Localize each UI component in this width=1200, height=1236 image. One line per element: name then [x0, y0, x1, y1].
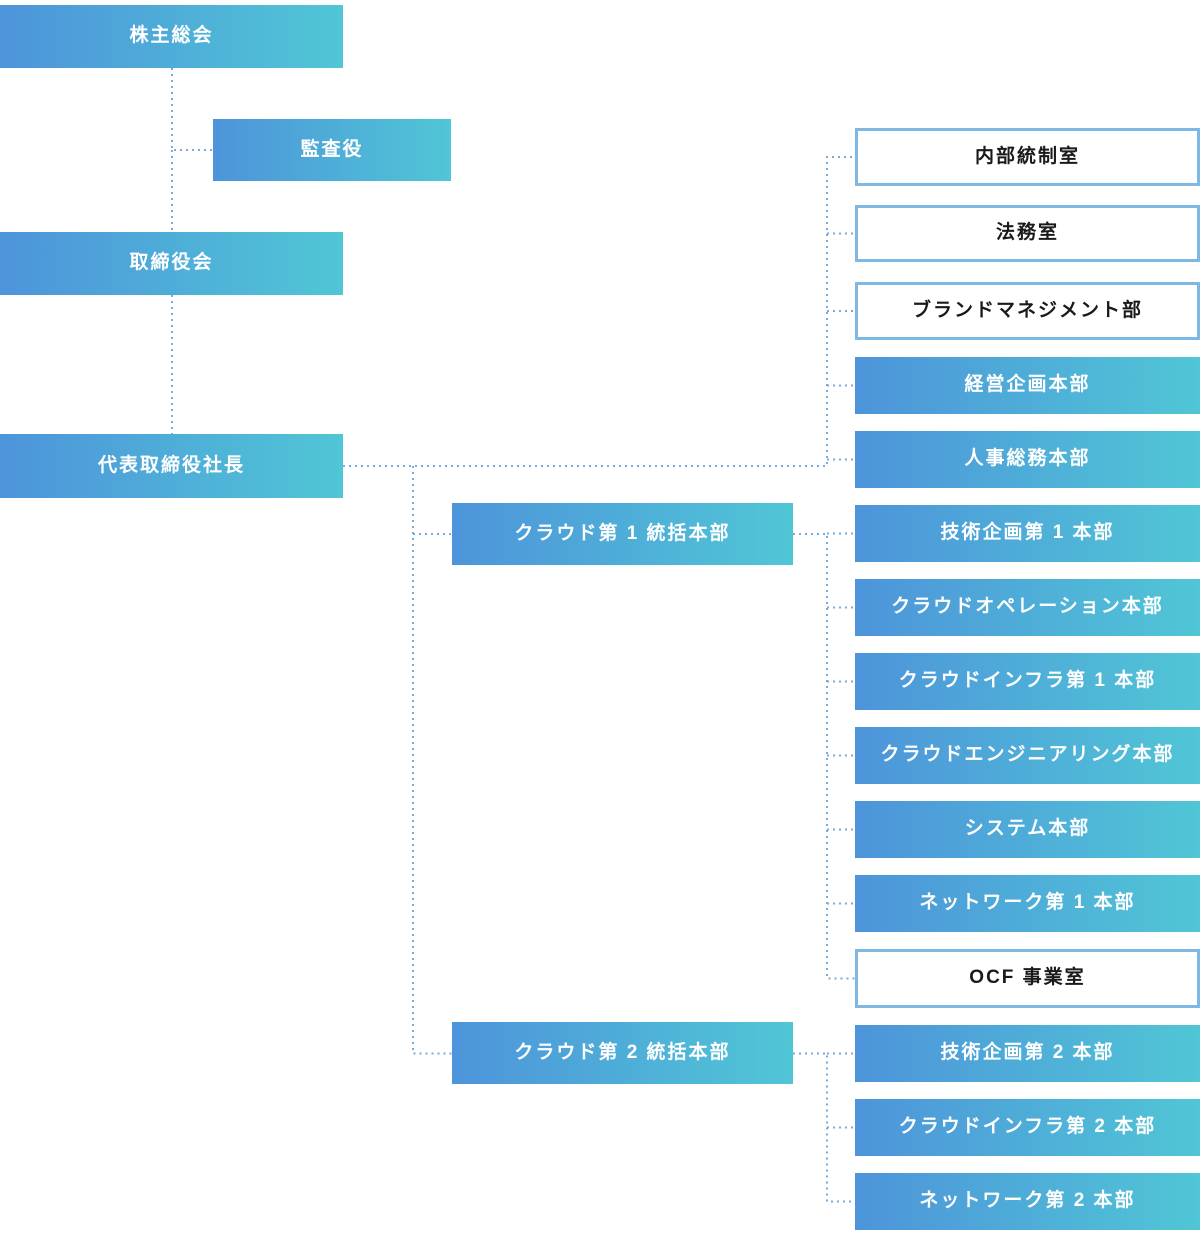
node-ocf-business-office: OCF 事業室 [855, 949, 1200, 1008]
node-brand-management-dept: ブランドマネジメント部 [855, 282, 1200, 340]
node-hr-general-affairs-hq: 人事総務本部 [855, 431, 1200, 488]
node-legal-office: 法務室 [855, 205, 1200, 262]
node-auditor: 監査役 [213, 119, 451, 181]
node-president: 代表取締役社長 [0, 434, 343, 498]
node-cloud-1-general-hq: クラウド第 1 統括本部 [452, 503, 793, 565]
node-network-2-hq: ネットワーク第 2 本部 [855, 1173, 1200, 1230]
node-corporate-planning-hq: 経営企画本部 [855, 357, 1200, 414]
node-tech-planning-2-hq: 技術企画第 2 本部 [855, 1025, 1200, 1082]
node-cloud-2-general-hq: クラウド第 2 統括本部 [452, 1022, 793, 1084]
node-shareholders-meeting: 株主総会 [0, 5, 343, 68]
node-system-hq: システム本部 [855, 801, 1200, 858]
node-cloud-operations-hq: クラウドオペレーション本部 [855, 579, 1200, 636]
node-internal-control-office: 内部統制室 [855, 128, 1200, 186]
node-tech-planning-1-hq: 技術企画第 1 本部 [855, 505, 1200, 562]
node-board-of-directors: 取締役会 [0, 232, 343, 295]
node-network-1-hq: ネットワーク第 1 本部 [855, 875, 1200, 932]
node-cloud-engineering-hq: クラウドエンジニアリング本部 [855, 727, 1200, 784]
node-cloud-infra-2-hq: クラウドインフラ第 2 本部 [855, 1099, 1200, 1156]
node-cloud-infra-1-hq: クラウドインフラ第 1 本部 [855, 653, 1200, 710]
